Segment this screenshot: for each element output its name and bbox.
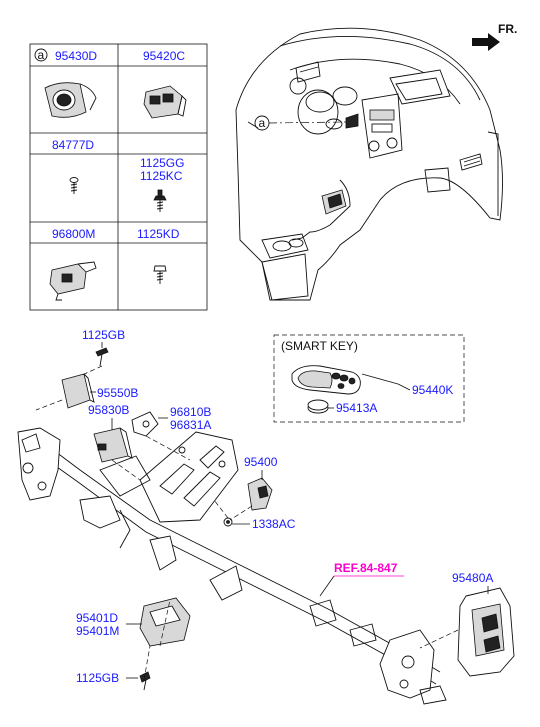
- module-95830b: [93, 427, 133, 463]
- battery-illustration: [307, 399, 329, 414]
- legend-part-1125kc: 1125KC: [140, 169, 183, 183]
- switch-module-illustration: [143, 85, 187, 119]
- part-1125gb-bottom: 1125GB: [76, 671, 119, 685]
- part-95401m: 95401M: [76, 624, 119, 638]
- part-95830b: 95830B: [88, 403, 129, 417]
- smart-key-fob-illustration: [291, 365, 361, 395]
- legend-table: [29, 43, 208, 311]
- legend-part-95420c: 95420C: [143, 49, 185, 63]
- legend-part-1125kd: 1125KD: [137, 227, 180, 241]
- legend-part-84777d: 84777D: [52, 138, 94, 152]
- legend-circle-marker: [34, 48, 48, 62]
- part-95480a: 95480A: [452, 571, 493, 585]
- ignition-lock-illustration: [44, 82, 97, 118]
- dashboard-callout-label: a: [259, 116, 266, 130]
- screw-84777d-illustration: [69, 177, 79, 194]
- cowl-crossbar-illustration: [17, 427, 447, 705]
- part-96831a: 96831A: [170, 418, 211, 432]
- legend-part-1125gg: 1125GG: [140, 156, 184, 170]
- reference-label: REF.84-847: [334, 561, 398, 575]
- module-95480a: [457, 587, 515, 677]
- part-95400: 95400: [244, 455, 278, 469]
- direction-label: FR.: [498, 22, 517, 36]
- module-95550b: [61, 373, 95, 409]
- legend-part-95430d: 95430D: [55, 49, 97, 63]
- smart-key-title: (SMART KEY): [281, 339, 358, 353]
- smart-key-box: [273, 334, 465, 423]
- assembly-leader-lines: [35, 365, 459, 681]
- legend-circle-label: a: [38, 48, 45, 62]
- bolt-1125kd-illustration: [153, 265, 167, 284]
- legend-part-96800m: 96800M: [52, 227, 95, 241]
- part-1338ac: 1338AC: [252, 517, 296, 531]
- sensor-96800m-illustration: [49, 261, 97, 301]
- bolt-1125gb-top: [95, 347, 109, 367]
- part-96810b: 96810B: [170, 405, 211, 419]
- part-95440k: 95440K: [412, 383, 453, 397]
- front-direction-arrow: [472, 33, 500, 51]
- bracket-96810b: [131, 411, 159, 437]
- bolt-1125gb-bottom: [139, 671, 151, 691]
- part-95401d: 95401D: [76, 611, 118, 625]
- part-1125gb-top: 1125GB: [82, 328, 125, 342]
- bolt-1125gg-illustration: [153, 189, 167, 212]
- module-95400: [247, 477, 273, 511]
- part-95413a: 95413A: [336, 401, 377, 415]
- dashboard-illustration: [235, 27, 503, 301]
- part-95550b: 95550B: [97, 386, 138, 400]
